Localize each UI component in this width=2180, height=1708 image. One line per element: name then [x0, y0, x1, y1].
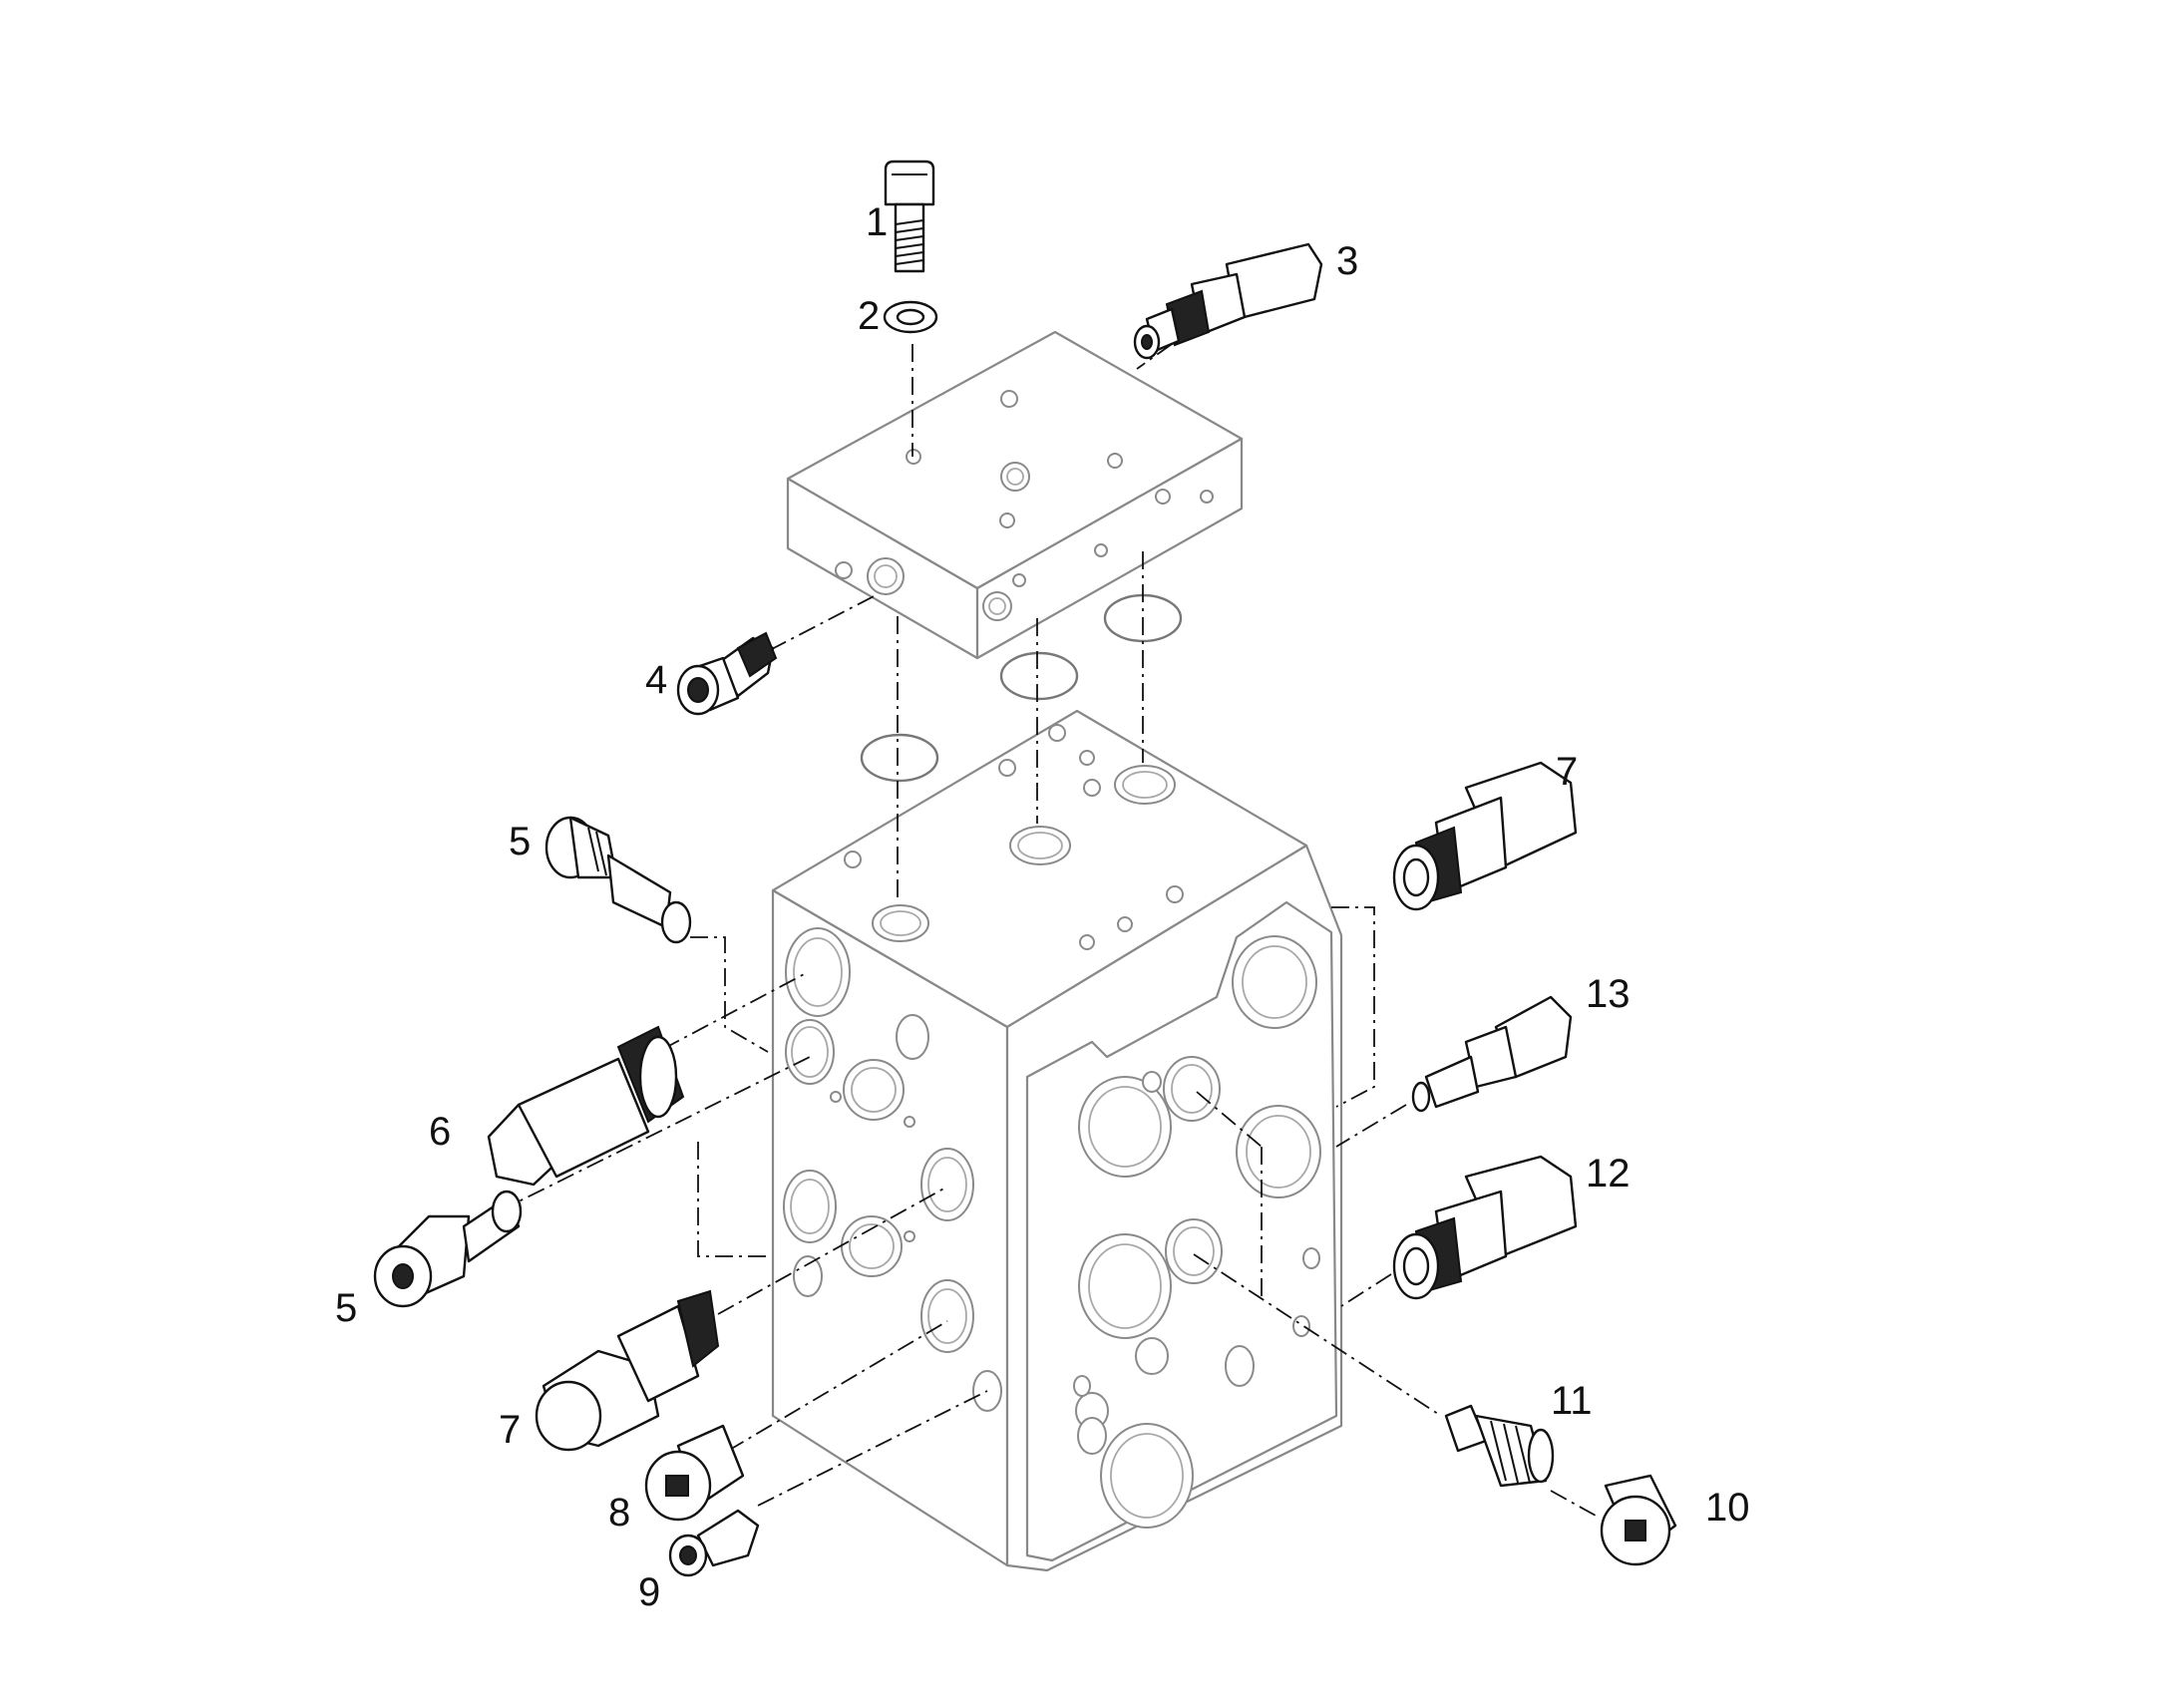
callout-5-upper: 5	[509, 820, 531, 863]
callout-8: 8	[608, 1491, 630, 1535]
part-7-cartridge-lower	[535, 1289, 720, 1452]
top-cap-block	[786, 330, 1244, 660]
callout-11: 11	[1551, 1379, 1593, 1423]
callout-5-lower: 5	[335, 1286, 357, 1330]
part-7-cartridge-upper	[1392, 761, 1578, 911]
part-1-cap-screw	[884, 160, 935, 273]
callout-1: 1	[866, 200, 888, 244]
callout-4: 4	[645, 658, 667, 702]
part-5-spool-plug-lower	[373, 1190, 523, 1308]
leader-lines	[498, 343, 1597, 1517]
callout-6: 6	[429, 1110, 451, 1154]
part-2-washer	[883, 300, 938, 334]
part-13-sensor	[1411, 995, 1573, 1113]
callout-9: 9	[638, 1570, 660, 1614]
part-5-spool-plug-upper	[545, 816, 692, 944]
part-4-check-valve	[676, 631, 778, 716]
part-3-cartridge	[1133, 242, 1323, 360]
callout-12: 12	[1586, 1152, 1631, 1196]
part-9-small-plug	[668, 1509, 760, 1577]
callout-3: 3	[1336, 239, 1358, 283]
part-8-plug	[644, 1424, 745, 1522]
part-11-probe	[1444, 1404, 1555, 1488]
callout-10: 10	[1705, 1486, 1750, 1530]
part-10-plug	[1600, 1474, 1677, 1566]
callout-7-upper: 7	[1556, 750, 1578, 794]
callout-7-lower: 7	[499, 1408, 521, 1452]
part-6-relief-valve	[487, 1025, 685, 1187]
callout-2: 2	[858, 294, 880, 338]
callouts: 1 2 3 4 5 5 6 7 7 8 9 10 11 12 13	[335, 200, 1750, 1614]
main-valve-body	[771, 709, 1343, 1572]
callout-13: 13	[1586, 972, 1631, 1016]
part-12-cartridge	[1392, 1155, 1578, 1300]
